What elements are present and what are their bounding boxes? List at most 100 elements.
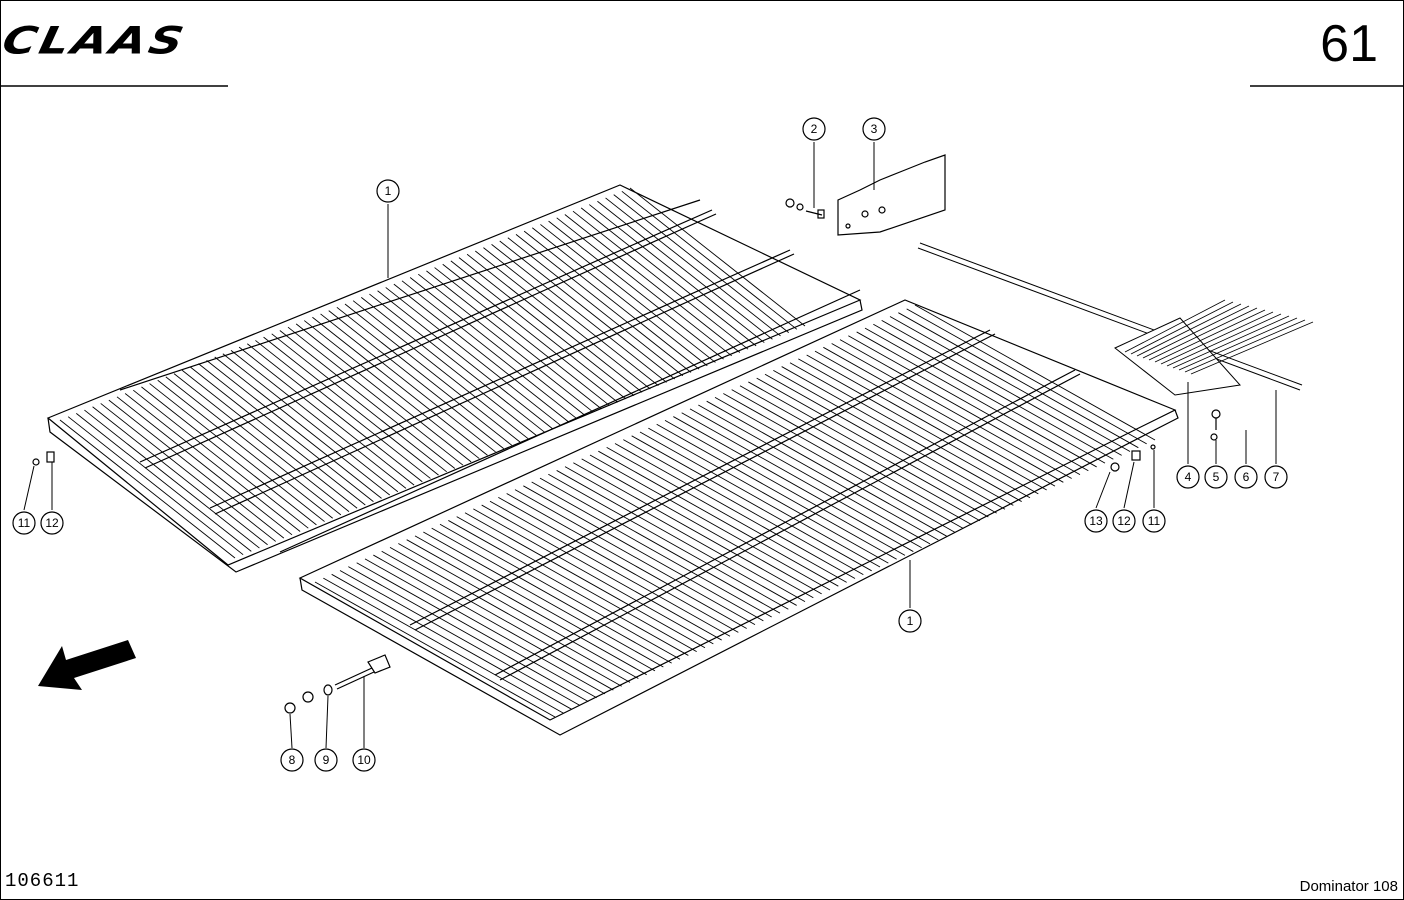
callout-label: 11 [1148, 514, 1161, 528]
sieve-rib [564, 466, 806, 602]
sieve-rib [489, 500, 731, 637]
sieve-rib [698, 404, 939, 541]
sieve-rib [873, 323, 1114, 460]
sieve-rib [84, 409, 260, 549]
serrated-strip-part [837, 154, 946, 236]
comb-tine [1184, 319, 1306, 373]
sieve-rib [839, 339, 1081, 476]
callout-c6: 6 [1234, 465, 1258, 489]
callout-c3: 3 [862, 117, 886, 141]
sieve-rib [656, 423, 897, 560]
sieve-rib [331, 573, 572, 710]
sieve-rib [473, 508, 714, 645]
sieve-rib [456, 516, 697, 652]
comb-tine [1172, 315, 1290, 369]
sieve-rib [418, 273, 594, 413]
sieve-rib [466, 253, 643, 393]
sieve-rib [723, 393, 964, 529]
sieve-rib [714, 396, 956, 533]
sieve-rib [238, 346, 415, 486]
comb-and-rod-part [917, 242, 1314, 396]
callout-c10: 10 [352, 748, 376, 772]
sieve-rib [573, 462, 814, 599]
sieve-rib [377, 290, 553, 430]
sieve-rib [409, 277, 586, 416]
sieve-rib [572, 210, 749, 350]
comb-tine [1178, 317, 1298, 371]
sieve-rib [67, 416, 244, 556]
page-number: 61 [1320, 15, 1378, 73]
sieve-rib [614, 443, 856, 579]
sieve-rib [605, 197, 781, 337]
sieve-rib [764, 373, 1006, 510]
callout-circle [1112, 509, 1136, 533]
sieve-rib [356, 562, 597, 699]
callout-c12b: 12 [1112, 509, 1136, 533]
sieve-rib [336, 306, 513, 446]
callout-label: 12 [45, 516, 59, 530]
sieve-rib [564, 214, 741, 353]
sieve-rib [198, 363, 374, 503]
callout-circle [1264, 465, 1288, 489]
sieve-rib [706, 400, 947, 537]
sieve-rib [393, 283, 570, 423]
sieve-rib [92, 406, 268, 546]
sieve-rib [789, 362, 1031, 499]
sieve-rib [523, 485, 764, 622]
sieve-rib [464, 512, 706, 649]
sieve-rib [681, 412, 922, 549]
sieve-rib [124, 393, 301, 532]
sieve-rib [548, 473, 789, 610]
sieve-rib [507, 237, 684, 377]
sieve-pan-lower [298, 299, 1179, 736]
sieve-rib [385, 287, 561, 426]
sieve-rib [898, 312, 1139, 449]
sieve-rib [906, 308, 1147, 445]
callout-c12a: 12 [40, 511, 64, 535]
sieve-rib [222, 353, 399, 493]
sieve-rib [373, 554, 614, 691]
sieve-rib [540, 224, 716, 363]
comb-tine [1160, 311, 1274, 365]
callout-label: 13 [1089, 514, 1103, 528]
callout-circle [1234, 465, 1258, 489]
sieve-rib [406, 539, 647, 676]
callout-label: 11 [18, 516, 31, 530]
sieve-rib [348, 566, 589, 703]
comb-tine [1154, 309, 1266, 363]
callout-label: 5 [1213, 470, 1220, 484]
sieve-rib [556, 217, 732, 357]
callout-circle [280, 748, 304, 772]
callout-circle [314, 748, 338, 772]
sieve-rib [426, 270, 602, 410]
sieve-rib [165, 376, 342, 516]
callout-c4: 4 [1176, 465, 1200, 489]
comb-tine [1124, 299, 1226, 353]
sieve-rib [483, 247, 659, 387]
callout-label: 10 [357, 753, 371, 767]
callout-circle [1084, 509, 1108, 533]
sieve-rib [689, 408, 931, 545]
sieve-rib [369, 293, 545, 433]
sieve-rib [442, 263, 618, 403]
sieve-rib [581, 458, 822, 595]
sieve-rib [423, 531, 664, 668]
sieve-rib [498, 496, 739, 633]
sieve-rib [613, 194, 789, 333]
sieve-rib [173, 373, 350, 512]
callout-label: 1 [385, 184, 392, 198]
callout-label: 1 [907, 614, 914, 628]
sieve-rib [320, 313, 496, 453]
sieve-rib [190, 366, 366, 506]
sieve-rib [514, 489, 756, 626]
callout-label: 2 [811, 122, 818, 136]
callout-c11b: 11 [1142, 509, 1166, 533]
sieve-rib [108, 399, 285, 539]
comb-tine [1136, 303, 1242, 357]
sieve-rib [389, 546, 631, 683]
sieve-rib [756, 377, 997, 514]
sieve-rib [304, 320, 480, 459]
callout-label: 8 [289, 753, 296, 767]
